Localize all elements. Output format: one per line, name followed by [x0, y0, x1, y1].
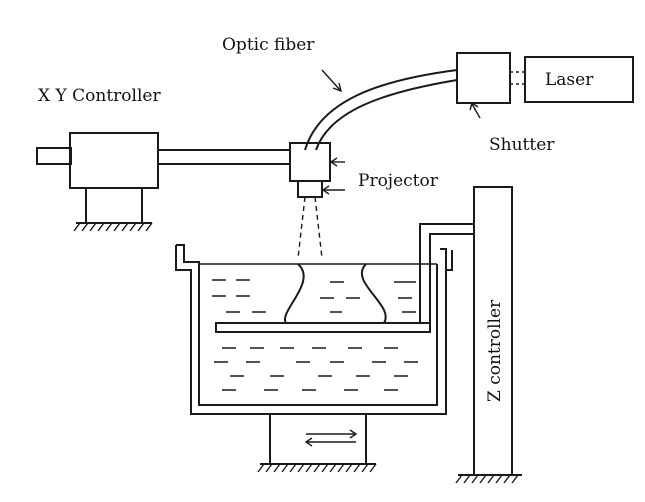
optic-fiber [304, 69, 458, 151]
shutter-arrow [469, 101, 481, 119]
z-ground [455, 474, 522, 484]
laser-label: Laser [545, 70, 594, 90]
base-arrows [304, 429, 358, 447]
vat-base [269, 413, 367, 465]
shutter-box [456, 52, 511, 104]
beam-dashes [510, 71, 525, 85]
projector-arrows [321, 157, 345, 195]
base-ground [257, 463, 377, 473]
resin-vat [175, 244, 453, 415]
xy-rail [157, 149, 291, 165]
xy-ground [73, 222, 153, 232]
optic-fiber-label: Optic fiber [222, 35, 315, 55]
built-part [283, 263, 387, 324]
resin-liquid [212, 279, 418, 391]
projector-nozzle [297, 180, 323, 198]
z-arm [419, 223, 474, 333]
optic-fiber-arrow [321, 69, 343, 93]
xy-stand [85, 187, 143, 224]
projector-label: Projector [358, 171, 439, 191]
xy-rail-left [36, 147, 72, 165]
projector-box [289, 142, 331, 182]
shutter-label: Shutter [489, 135, 555, 155]
z-controller-label: Z controller [485, 299, 505, 402]
laser-box [524, 56, 634, 103]
xy-controller-label: X Y Controller [38, 86, 161, 106]
laser-beam [297, 196, 323, 259]
elevator-platform [215, 322, 431, 333]
xy-controller-box [69, 132, 159, 189]
